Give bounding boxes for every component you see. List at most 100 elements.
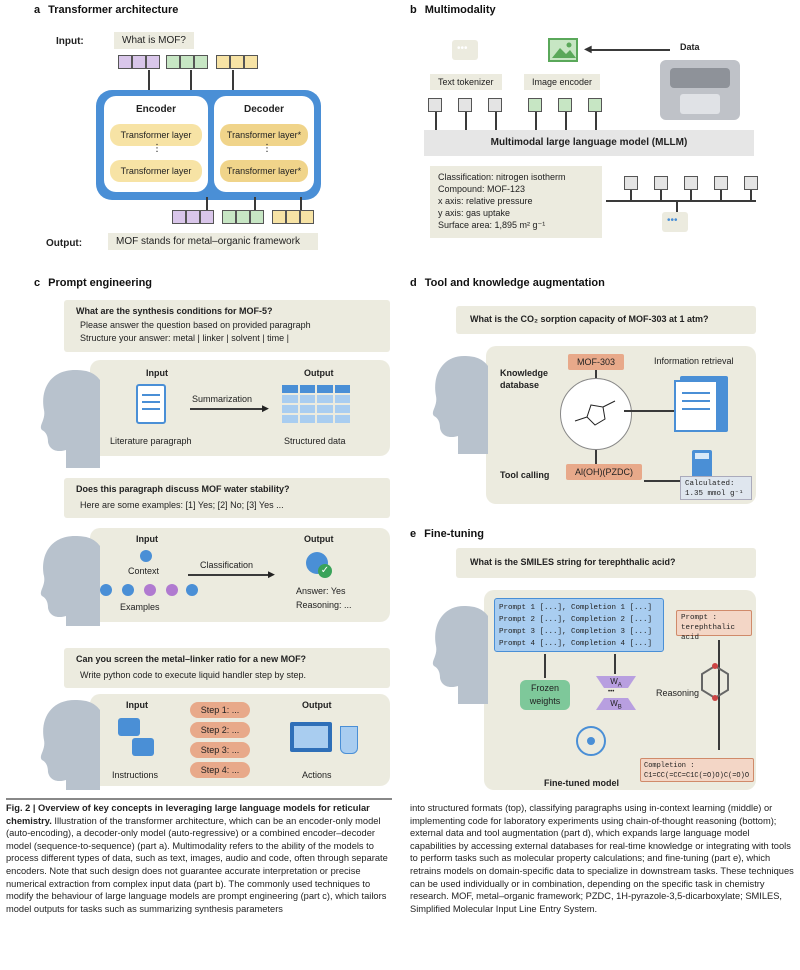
prompt-list: Prompt 1 [...], Completion 1 [...] Promp… [494, 598, 664, 652]
step-pill: Step 4: ... [190, 762, 250, 778]
check-icon: ✓ [318, 564, 332, 578]
molecule-structure-icon [701, 663, 729, 701]
text-tokenizer: Text tokenizer [430, 74, 502, 90]
decoder-layer-2: Transformer layer* [220, 160, 308, 182]
answer-label: Answer: Yes [296, 586, 346, 596]
prompt-label: Prompt : [681, 614, 718, 622]
person-head-icon [40, 700, 100, 790]
prompt-box: Prompt : terephthalic acid [676, 610, 752, 642]
mllm-bar: Multimodal large language model (MLLM) [424, 130, 754, 156]
output-label: Output: [46, 238, 83, 249]
info-line: y axis: gas uptake [438, 208, 511, 218]
question-d: What is the CO₂ sorption capacity of MOF… [470, 314, 709, 324]
input-text: What is MOF? [114, 32, 194, 49]
output-heading: Output [304, 534, 334, 544]
image-icon [548, 38, 578, 62]
output-bubble-icon: ••• [662, 212, 688, 232]
pzdc-tag: Al(OH)(PZDC) [566, 464, 642, 480]
calc-line: Calculated: [685, 480, 735, 488]
prompt-bubble-1 [64, 300, 390, 352]
prompt-question-2: Does this paragraph discuss MOF water st… [76, 484, 290, 494]
prompt-bubble-2 [64, 478, 390, 518]
person-head-icon [40, 370, 100, 468]
frozen-weights: Frozen weights [520, 680, 570, 710]
encoder-label: Encoder [136, 104, 177, 115]
caption-divider [6, 798, 392, 800]
output-text: MOF stands for metal–organic framework [108, 233, 318, 250]
encoder-layer-2: Transformer layer [110, 160, 202, 182]
arrow-left-icon: ◀ [584, 44, 592, 55]
atom-icon [576, 726, 606, 756]
calc-line: 1.35 mmol g⁻¹ [685, 490, 744, 498]
question-e: What is the SMILES string for terephthal… [470, 557, 676, 567]
figure-title: Fig. 2 | Overview of key concepts in lev… [6, 803, 370, 826]
caption-left-text: Illustration of the transformer architec… [6, 815, 388, 914]
prompt-line: Please answer the question based on prov… [80, 320, 311, 330]
lora-dots: ••• [608, 689, 615, 695]
chat-icon [132, 738, 154, 756]
info-line: Surface area: 1,895 m² g⁻¹ [438, 220, 546, 230]
actions-label: Actions [302, 770, 332, 780]
input-label: Input: [56, 36, 84, 47]
instrument-icon [660, 60, 740, 120]
calculator-icon [692, 450, 712, 478]
mof303-tag: MOF-303 [568, 354, 624, 370]
structured-label: Structured data [284, 436, 346, 446]
input-heading: Input [146, 368, 168, 378]
lora-b: WB [596, 698, 636, 710]
clipboard-icon [136, 384, 166, 424]
person-head-icon [432, 606, 488, 704]
decoder-layer-1: Transformer layer* [220, 124, 308, 146]
summarization-label: Summarization [192, 394, 253, 404]
data-label: Data [680, 42, 700, 52]
classification-label: Classification [200, 560, 254, 570]
finetuned-label: Fine-tuned model [544, 778, 619, 788]
arrow-right-icon: ▶ [268, 569, 275, 579]
tool-calling-label: Tool calling [500, 470, 550, 480]
context-dot-icon [140, 550, 152, 562]
text-bubble-icon: ••• [452, 40, 478, 60]
step-pill: Step 3: ... [190, 742, 250, 758]
molecule-icon [560, 378, 632, 450]
beaker-icon [340, 726, 358, 754]
input-heading: Input [126, 700, 148, 710]
prompt-line: Write python code to execute liquid hand… [80, 670, 306, 680]
prompt-item: Prompt 4 [...], Completion 4 [...] [499, 640, 653, 648]
prompt-item: Prompt 1 [...], Completion 1 [...] [499, 604, 653, 612]
frozen-line: Frozen [530, 683, 559, 693]
completion-value: C1=CC(=CC=C1C(=O)O)C(=O)O [644, 772, 750, 780]
chat-icon [118, 718, 140, 736]
step-pill: Step 1: ... [190, 702, 250, 718]
input-heading: Input [136, 534, 158, 544]
prompt-item: Prompt 2 [...], Completion 2 [...] [499, 616, 653, 624]
question-bubble-e [456, 548, 756, 578]
lora-a: WA [596, 676, 636, 688]
completion-label: Completion : [644, 762, 695, 770]
completion-box: Completion : C1=CC(=CC=C1C(=O)O)C(=O)O [640, 758, 754, 782]
arrow-right-icon: ▶ [262, 403, 269, 413]
person-head-icon [40, 536, 100, 626]
calculation-result: Calculated: 1.35 mmol g⁻¹ [680, 476, 752, 500]
context-label: Context [128, 566, 160, 576]
decoder-ellipsis: ⋮ [262, 143, 272, 154]
encoder-ellipsis: ⋮ [152, 143, 162, 154]
prompt-question-1: What are the synthesis conditions for MO… [76, 306, 273, 316]
knowledge-label: Knowledge [500, 368, 549, 378]
prompt-bubble-3 [64, 648, 390, 688]
person-head-icon [432, 356, 488, 454]
reasoning-label: Reasoning: ... [296, 600, 352, 610]
frozen-line: weights [529, 696, 561, 706]
question-bubble-d [456, 306, 756, 334]
instructions-label: Instructions [112, 770, 159, 780]
prompt-value: terephthalic acid [681, 624, 736, 642]
prompt-question-3: Can you screen the metal–linker ratio fo… [76, 654, 307, 664]
reasoning-label-e: Reasoning [656, 688, 700, 698]
prompt-line: Structure your answer: metal | linker | … [80, 333, 289, 343]
structured-data-icon [282, 385, 350, 423]
caption-right: into structured formats (top), classifyi… [410, 803, 794, 914]
prompt-item: Prompt 3 [...], Completion 3 [...] [499, 628, 653, 636]
